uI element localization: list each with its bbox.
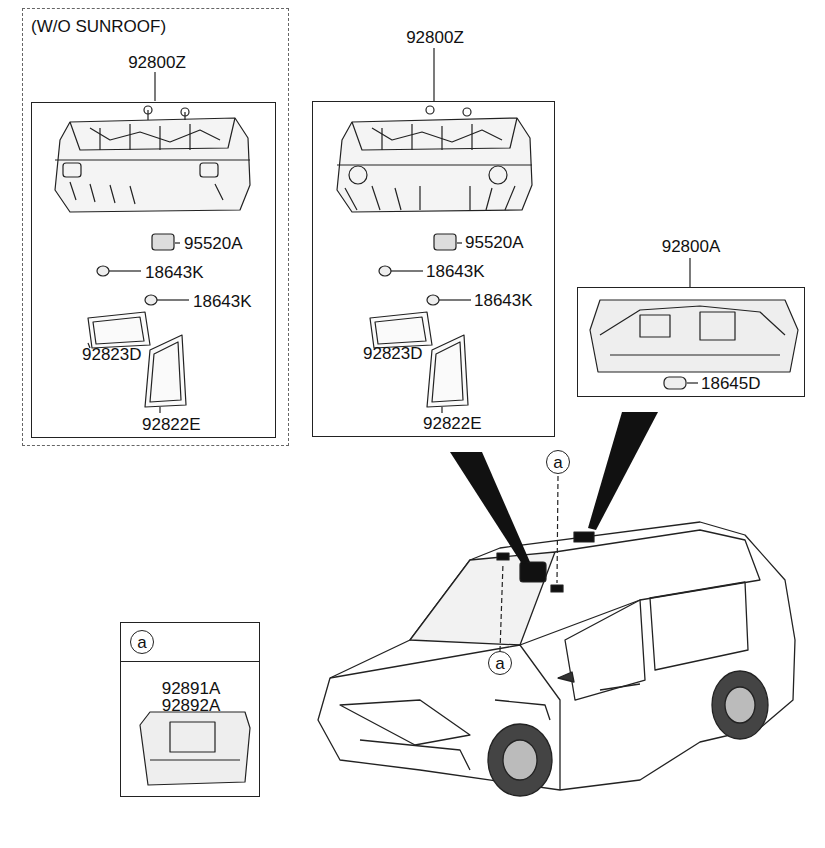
lens [88,312,468,413]
callout-number: 18645D [701,375,761,393]
callout-number: 92892A [162,697,221,715]
roof-lamp [497,553,509,560]
switch-95520A [434,234,456,250]
dashed-leader [557,476,558,583]
part-number: 92800Z [406,29,464,47]
part-number: 92800Z [128,54,186,72]
roof-lamp [551,585,563,592]
callout-number: 18643K [193,293,252,311]
callout-number: 95520A [465,234,524,252]
overhead-console [337,106,532,212]
callout-number: 18643K [474,292,533,310]
callout-number: 92823D [363,345,423,363]
callout-number: 18643K [145,264,204,282]
callout-number: a [547,451,569,473]
callout-number: 95520A [184,235,243,253]
part-box: 92800Z95520A18643K18643K92823D92822E [312,101,555,437]
part-number: (W/O SUNROOF) [31,18,166,36]
part-box: 92800A18645D [577,287,805,397]
callout-number: 18643K [426,263,485,281]
header-rule [121,661,259,662]
variant-group: (W/O SUNROOF) 92800Z 95520A 18643K 18643K 928… [22,8,289,446]
part-number: 92891A [162,680,221,698]
reference-circle: a [546,450,570,474]
part-box: 92800Z95520A18643K18643K92823D92822E [31,102,276,438]
pointer-wedge [450,452,530,564]
car-illustration [318,522,795,796]
callout-number: 92823D [82,346,142,364]
roof-lamp [574,532,594,542]
leader-line [154,72,155,101]
reference-circle: a [130,630,154,654]
dashed-leader [500,563,503,651]
callout-number: a [489,652,511,674]
map-lamp [140,712,250,785]
pointer-wedge [588,412,658,530]
overhead-console [55,106,250,212]
leader-line [689,258,690,287]
callout-number: 92822E [142,416,201,434]
callout-number: 92822E [423,415,482,433]
leader-line [433,48,434,101]
switch-95520A [152,234,174,250]
reference-box: 92891A92892A a [120,622,260,797]
reference-circle: a [488,651,512,675]
roof-console [520,562,546,582]
room-lamp [590,300,798,389]
callout-number: a [131,631,153,653]
part-number: 92800A [662,238,721,256]
